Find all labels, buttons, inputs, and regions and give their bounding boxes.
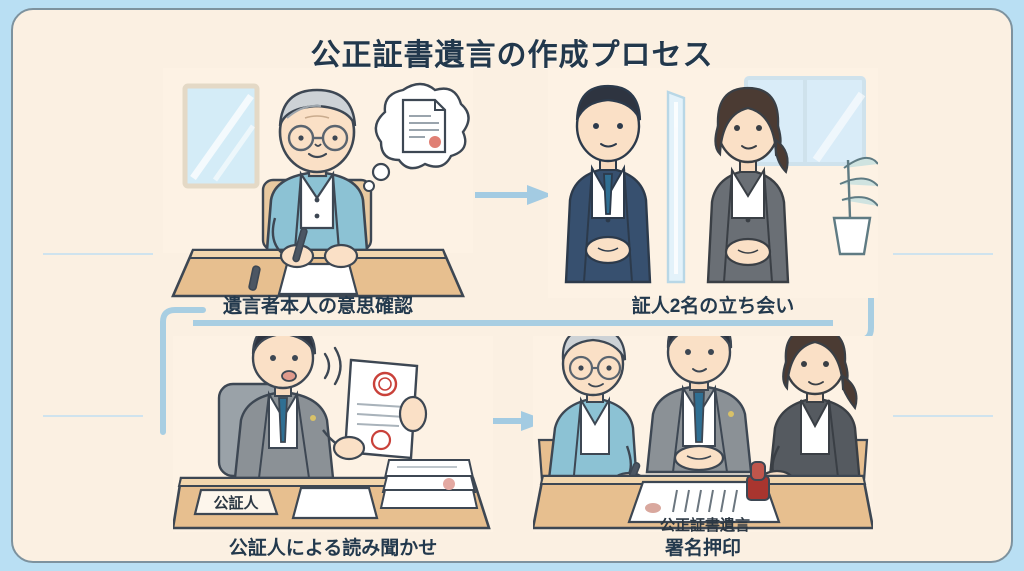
red-seal-icon-3 [443, 478, 455, 490]
hanko-stamp-icon [746, 461, 770, 501]
blank-paper [291, 486, 379, 520]
scene-elderly-man-at-desk [163, 68, 473, 298]
infographic-card: 公正証書遺言の作成プロセス [11, 8, 1013, 563]
will-document-caption: 公正証書遺言 [660, 516, 750, 532]
floorline-left-bottom [43, 415, 143, 417]
paper-on-desk [277, 262, 359, 296]
will-document [627, 480, 781, 524]
stamped-mark [645, 503, 661, 513]
step-2-label: 証人2名の立ち会い [631, 296, 795, 317]
window-icon [182, 83, 260, 189]
glasses-icon [287, 124, 349, 152]
sound-waves-icon [323, 346, 342, 386]
floorline-right-top [893, 253, 993, 255]
scene-notary-reading: 公証人 [173, 336, 493, 532]
document-icon [401, 98, 447, 154]
step-1-label: 遺言者本人の意思確認 [222, 296, 413, 317]
notary-center [645, 336, 753, 474]
step-2-illustration [548, 68, 878, 298]
thought-bubble-icon [363, 82, 470, 192]
lapel-badge [310, 415, 316, 421]
step-3-label: 公証人による読み聞かせ [228, 538, 438, 559]
wrap-connector-left [160, 307, 206, 435]
open-mouth [281, 370, 297, 382]
scene-signing-table: 公正証書遺言 [533, 336, 873, 532]
floorline-right-bottom [893, 415, 993, 417]
step-4-illustration: 公正証書遺言 [533, 336, 873, 532]
wrap-connector-top [193, 320, 833, 326]
page-title: 公正証書遺言の作成プロセス [310, 39, 714, 72]
arrow-step1-to-step2 [475, 185, 553, 205]
held-document [343, 358, 419, 460]
step-3-illustration: 公証人 [173, 336, 493, 532]
step-4-label: 署名押印 [664, 538, 741, 559]
glass-partition [666, 90, 686, 284]
red-seal-icon [429, 136, 441, 148]
plant-icon [832, 157, 878, 256]
scene-two-witnesses [548, 68, 878, 298]
step-1-illustration [163, 68, 473, 298]
nameplate: 公証人 [193, 488, 279, 516]
pen-on-desk [248, 265, 261, 291]
floorline-left-top [43, 253, 153, 255]
glasses-icon [568, 355, 622, 381]
nameplate-text: 公証人 [213, 494, 259, 512]
witness-man [564, 84, 652, 284]
paper-stack [379, 459, 479, 509]
red-seal-icon [372, 371, 398, 397]
lapel-badge [728, 411, 734, 417]
red-seal-icon-2 [370, 429, 392, 451]
witness-woman [706, 86, 790, 284]
